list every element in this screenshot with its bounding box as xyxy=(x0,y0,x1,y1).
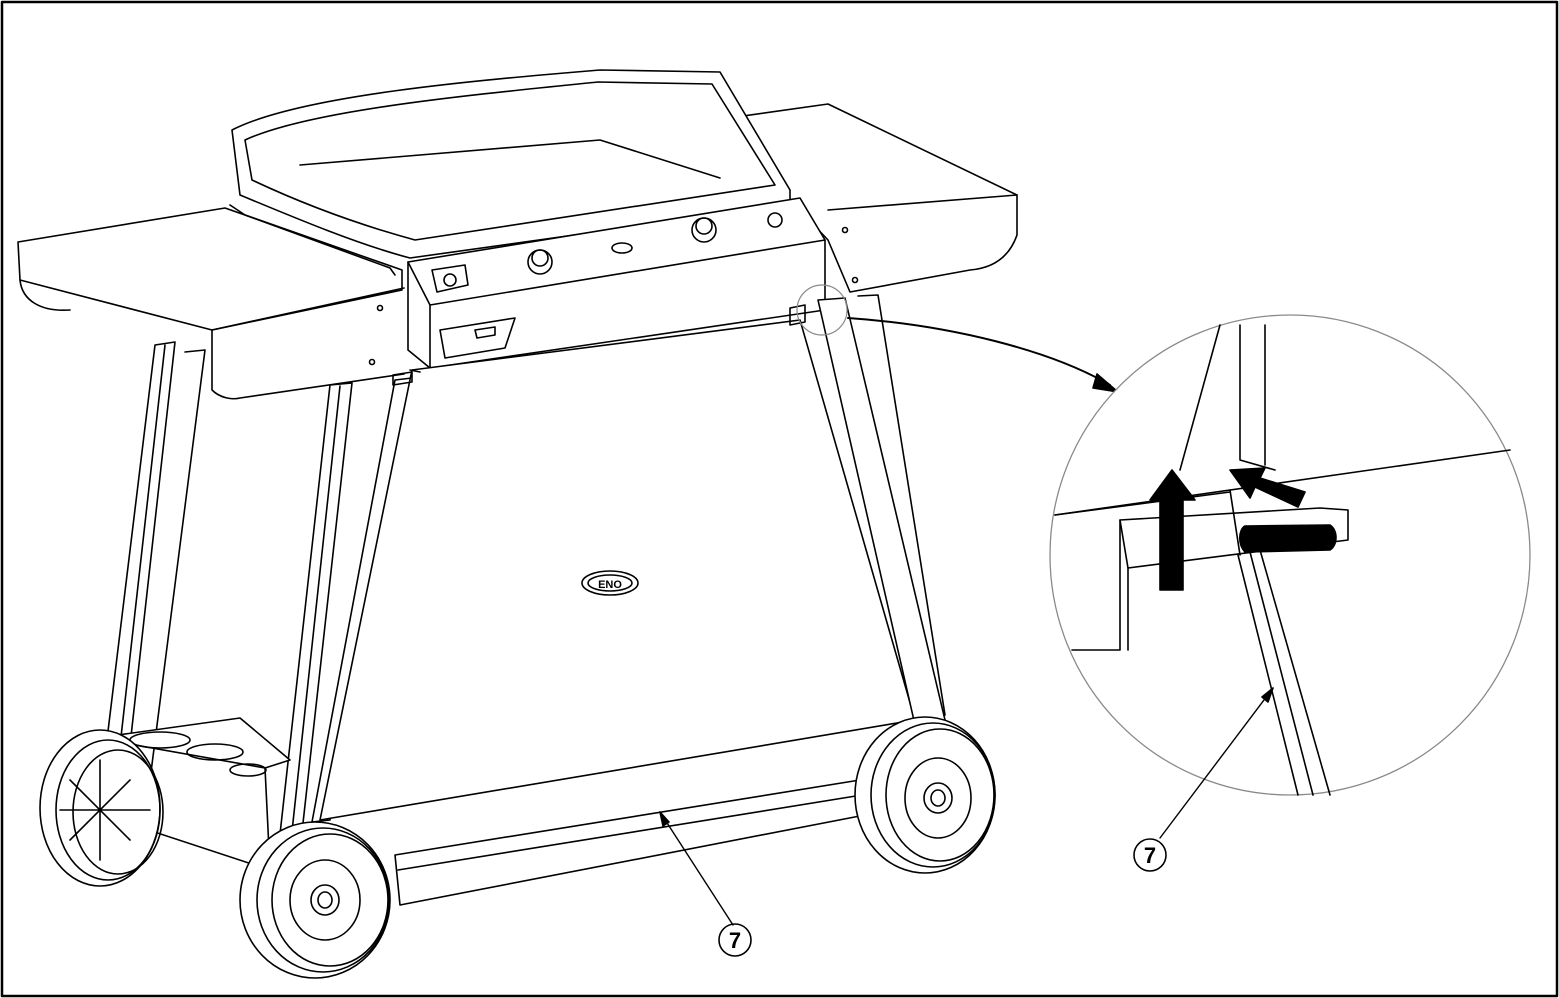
callout-7-main-label: 7 xyxy=(729,928,741,953)
front-panel: ENO xyxy=(319,319,916,821)
control-panel xyxy=(407,197,826,369)
left-side-shelf xyxy=(17,207,405,400)
grill-cart: ENO xyxy=(17,69,1018,979)
callout-7-main: 7 xyxy=(659,811,752,957)
rear-left-wheel xyxy=(39,729,164,887)
arrow-diagonal xyxy=(1229,467,1306,508)
arrow-up xyxy=(1149,469,1196,591)
rail-clip-right xyxy=(789,304,806,326)
callout-7-main-circle xyxy=(718,923,752,957)
callout-7-detail-circle xyxy=(1133,838,1167,872)
rail-clip-left xyxy=(392,371,413,386)
bottom-crossbar xyxy=(394,779,866,906)
callout-7-main-leader xyxy=(659,811,734,926)
callout-7-detail: 7 xyxy=(1133,687,1274,872)
magnified-detail xyxy=(1049,314,1531,796)
arrow-left xyxy=(1238,524,1337,553)
detail-arrowhead xyxy=(1092,373,1119,393)
detail-marker-circle xyxy=(796,284,848,336)
magnified-detail-circle xyxy=(1049,314,1531,796)
front-right-wheel xyxy=(854,716,996,874)
callout-7-detail-leader xyxy=(1159,687,1274,839)
right-side-shelf xyxy=(714,103,1018,293)
detail-arrow xyxy=(847,317,1111,386)
griddle-plate xyxy=(229,69,791,276)
front-left-wheel xyxy=(239,821,391,979)
callout-7-detail-label: 7 xyxy=(1144,843,1156,868)
front-panel-badge: ENO xyxy=(598,579,622,591)
